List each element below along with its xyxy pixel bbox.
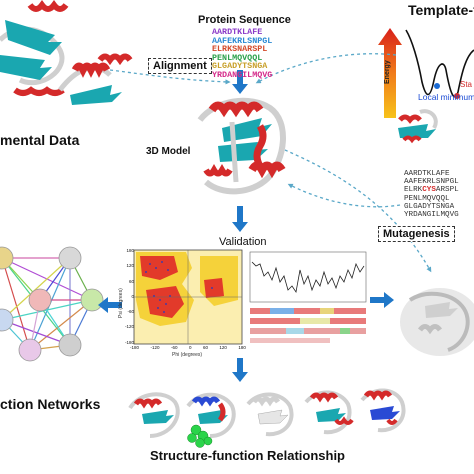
sequence-line: ELRKSNARSPL <box>212 44 268 55</box>
sf-protein-2 <box>186 392 236 448</box>
networks-label: ction Networks <box>0 396 101 412</box>
mutation-site: CYS <box>422 186 436 195</box>
energy-axis-label: Energy <box>384 60 391 84</box>
energy-line-plot <box>249 251 367 303</box>
mutagenesis-label: Mutagenesis <box>378 226 455 242</box>
mutant-sequence-block: AARDTKLAFE AAFEKRLSNPGL ELRKCYSARSPL PEN… <box>404 170 459 219</box>
mutant-line: GLGADYTSNGA <box>404 202 455 211</box>
rama-y-tick: 0 <box>131 293 134 299</box>
sequence-line: PENLMQVQQL <box>212 52 263 63</box>
model-structure <box>197 97 286 195</box>
mutant-line: AAFEKRLSNPGL <box>404 178 459 187</box>
rama-x-tick: -60 <box>170 345 178 350</box>
mutant-pre: ELRK <box>404 186 423 195</box>
sequence-line: AAFEKRLSNPGL <box>212 35 273 46</box>
ramachandran-plot <box>133 249 243 345</box>
structure-function-label: Structure-function Relationship <box>150 448 345 463</box>
rama-x-tick: 0 <box>188 345 192 350</box>
energy-landscape <box>378 28 474 144</box>
rama-y-ticks: 180 120 60 0 -60 -120 -180 <box>124 248 134 345</box>
rama-x-tick: 60 <box>202 345 208 350</box>
sf-protein-5 <box>360 388 406 433</box>
template-label: Template-f <box>408 2 474 18</box>
rama-y-tick: -180 <box>124 339 134 345</box>
model-3d-label: 3D Model <box>146 146 191 157</box>
mutant-line: ELRKCYSARSPL <box>404 186 459 194</box>
mutant-line: PENLMQVQQL <box>404 194 450 203</box>
mutant-post: ARSPL <box>435 186 459 195</box>
sequence-line: AARDTKLAFE <box>212 27 263 37</box>
validation-label: Validation <box>219 236 267 248</box>
rama-y-tick: 60 <box>128 278 134 284</box>
rama-y-tick: 180 <box>126 248 134 253</box>
rama-x-tick: -180 <box>130 345 140 350</box>
sequence-line: YRDANGILMQVG <box>212 69 273 80</box>
alignment-blocks <box>250 308 366 343</box>
sf-protein-3 <box>246 392 294 437</box>
rama-x-ticks: -180 -120 -60 0 60 120 180 <box>130 345 246 350</box>
mutant-line: YRDANGILMQVG <box>404 211 459 220</box>
rama-y-tick: 120 <box>126 263 134 269</box>
rama-x-tick: -120 <box>150 345 160 350</box>
protein-sequence-title: Protein Sequence <box>198 14 291 26</box>
surface-structure <box>400 288 474 356</box>
experimental-data-label: mental Data <box>0 132 80 148</box>
interaction-network <box>0 246 104 362</box>
alignment-label: Alignment <box>148 58 212 74</box>
rama-y-tick: -60 <box>127 309 134 315</box>
rama-x-axis-label: Phi (degrees) <box>172 352 203 358</box>
rama-x-tick: 120 <box>219 345 227 350</box>
rama-y-tick: -120 <box>124 324 134 330</box>
sequence-line: GLGADYTSNGA <box>212 61 268 72</box>
stable-label: Sta <box>460 80 473 89</box>
experimental-structure <box>0 0 133 105</box>
protein-sequence-block: AARDTKLAFE AAFEKRLSNPGL ELRKSNARSPL PENL… <box>212 28 272 80</box>
local-minimum-label: Local minimum <box>418 92 474 102</box>
sf-protein-1 <box>128 392 180 438</box>
rama-x-tick: 180 <box>238 345 246 350</box>
mutant-line: AARDTKLAFE <box>404 170 450 178</box>
sf-protein-4 <box>304 390 354 435</box>
